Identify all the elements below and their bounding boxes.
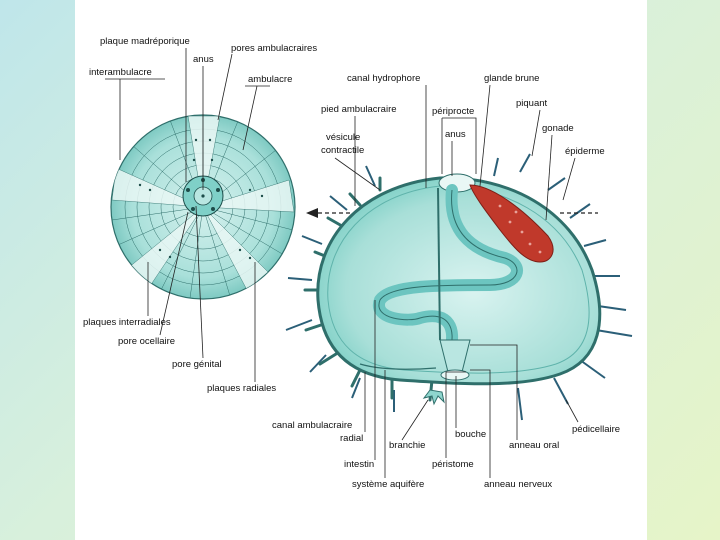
label-pore-ocellaire: pore ocellaire: [118, 336, 175, 347]
label-intestin: intestin: [344, 459, 374, 470]
label-pied-ambulacraire: pied ambulacraire: [321, 104, 397, 115]
label-epiderme: épiderme: [565, 146, 605, 157]
label-plaques-radiales: plaques radiales: [207, 383, 276, 394]
label-anus-left: anus: [193, 54, 214, 65]
label-canal-ambulacraire: canal ambulacraire: [272, 420, 352, 431]
cross-section: [286, 154, 632, 420]
label-plaques-interradiales: plaques interradiales: [83, 317, 171, 328]
label-periprocte: périprocte: [432, 106, 474, 117]
label-contractile: contractile: [321, 145, 364, 156]
label-anneau-oral: anneau oral: [509, 440, 559, 451]
label-plaque-madreporique: plaque madréporique: [100, 36, 190, 47]
label-glande-brune: glande brune: [484, 73, 539, 84]
label-systeme-aquifere: système aquifère: [352, 479, 424, 490]
label-peristome: péristome: [432, 459, 474, 470]
label-anneau-nerveux: anneau nerveux: [484, 479, 552, 490]
label-pores-ambulacraires: pores ambulacraires: [231, 43, 317, 54]
label-interambulacre: interambulacre: [89, 67, 152, 78]
label-bouche: bouche: [455, 429, 486, 440]
label-ambulacre: ambulacre: [248, 74, 292, 85]
label-canal-hydrophore: canal hydrophore: [347, 73, 420, 84]
label-pedicellaire: pédicellaire: [572, 424, 620, 435]
label-branchie: branchie: [389, 440, 425, 451]
label-anus-right: anus: [445, 129, 466, 140]
label-pore-genital: pore génital: [172, 359, 222, 370]
label-gonade: gonade: [542, 123, 574, 134]
label-radial: radial: [340, 433, 363, 444]
label-piquant: piquant: [516, 98, 548, 109]
